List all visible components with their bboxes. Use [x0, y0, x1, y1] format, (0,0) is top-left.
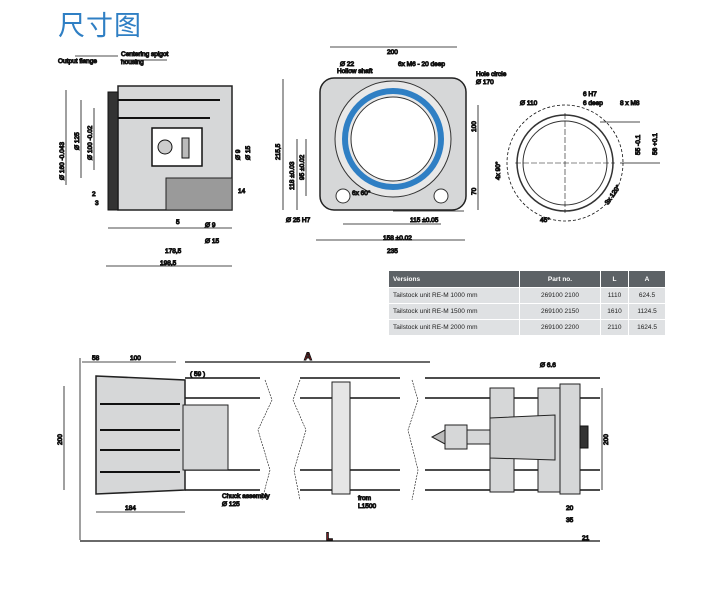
chuck-assembly-label: Chuck assembly: [222, 493, 270, 500]
dim-A: A: [304, 351, 312, 363]
l1500-label: L1500: [358, 503, 376, 510]
dim-115: 115 ±0.05: [410, 217, 439, 224]
assembly-view: 58 100 A ( 59 ) 200 184 Chuck assembly Ø…: [57, 351, 611, 544]
dim-95: 95 ±0.02: [299, 154, 306, 180]
angle-60: 6x 60°: [352, 189, 371, 197]
dim-158: 158 ±0.02: [383, 235, 412, 242]
dim-d22: Ø 22: [340, 61, 354, 68]
housing-label: housing: [121, 59, 144, 66]
chuck-diameter: Ø 125: [222, 501, 240, 508]
dim-178: 178,5: [165, 248, 182, 255]
dim-d25: Ø 25 H7: [286, 217, 311, 224]
dim-118: 118 ±0.03: [289, 161, 296, 190]
dim-235: 235: [387, 248, 398, 255]
dim-2: 2: [92, 191, 96, 198]
dim-14: 14: [238, 188, 246, 195]
cell-l: 1110: [601, 288, 629, 303]
dim-d110: Ø 110: [520, 100, 538, 107]
dim-58: 58: [92, 355, 100, 362]
dim-d66: Ø 6.6: [540, 362, 556, 369]
flange-view: Ø 110 6 H7 6 deep 8 x M8 55 -0.1 56 +0.1…: [494, 91, 660, 225]
cell-version: Tailstock unit RE-M 1000 mm: [389, 288, 519, 303]
dim-d9: Ø 9: [235, 149, 242, 160]
dim-L: L: [326, 531, 333, 543]
dim-100: 100: [471, 121, 478, 132]
cell-l: 1610: [601, 304, 629, 319]
angle-45: 45°: [540, 216, 550, 224]
dim-3: 3: [95, 200, 99, 207]
dim-200-left: 200: [57, 434, 64, 445]
col-part-no: Part no.: [520, 271, 600, 287]
cell-part: 269100 2100: [520, 288, 600, 303]
from-label: from: [358, 495, 371, 502]
angle-90: 4x 90°: [494, 161, 502, 180]
col-versions: Versions: [389, 271, 519, 287]
dim-200-right: 200: [603, 434, 610, 445]
dim-56: 56 +0.1: [652, 133, 659, 155]
dim-20: 20: [566, 505, 574, 512]
dim-200: 200: [387, 49, 398, 56]
cell-version: Tailstock unit RE-M 2000 mm: [389, 320, 519, 335]
versions-table: Versions Part no. L A Tailstock unit RE-…: [388, 270, 666, 336]
centering-spigot-label: Centering spigot: [121, 51, 169, 58]
dim-70: 70: [471, 187, 478, 195]
cell-l: 2110: [601, 320, 629, 335]
dim-100: 100: [130, 355, 141, 362]
dim-215: 215,5: [275, 143, 282, 160]
dim-6deep: 6 deep: [583, 100, 603, 107]
cell-version: Tailstock unit RE-M 1500 mm: [389, 304, 519, 319]
front-view: 200 Ø 22 Hollow shaft 6x M6 - 20 deep Ho…: [275, 46, 507, 256]
dim-21: 21: [582, 535, 590, 542]
table-header-row: Versions Part no. L A: [389, 271, 665, 287]
col-l: L: [601, 271, 629, 287]
dim-d100: Ø 100 -0.02: [87, 125, 94, 160]
side-view: Output flange Centering spigot housing Ø…: [58, 51, 253, 268]
dim-35: 35: [566, 517, 574, 524]
hollow-shaft-label: Hollow shaft: [337, 68, 373, 75]
dim-d170: Ø 170: [476, 79, 494, 86]
dim-d125: Ø 125: [74, 132, 81, 150]
m6-label: 6x M6 - 20 deep: [398, 61, 445, 68]
dim-6h7: 6 H7: [583, 91, 597, 98]
dim-198: 198,5: [160, 260, 177, 267]
page-title: 尺寸图: [58, 11, 142, 42]
output-flange-label: Output flange: [58, 58, 97, 65]
col-a: A: [629, 271, 665, 287]
dim-d15: Ø 15: [245, 146, 252, 160]
cell-a: 1624.5: [629, 320, 665, 335]
dim-d15b: Ø 15: [205, 238, 219, 245]
cell-part: 269100 2200: [520, 320, 600, 335]
dim-55: 55 -0.1: [635, 134, 642, 155]
hole-circle-label: Hole circle: [476, 71, 507, 78]
cell-part: 269100 2150: [520, 304, 600, 319]
dim-d160: Ø 160 -0.043: [59, 142, 66, 180]
dim-d9b: Ø 9: [205, 222, 216, 229]
cell-a: 1124.5: [629, 304, 665, 319]
dim-m8: 8 x M8: [620, 100, 640, 107]
dim-5: 5: [176, 219, 180, 226]
cell-a: 624.5: [629, 288, 665, 303]
dim-59: ( 59 ): [190, 371, 205, 378]
dim-184: 184: [125, 505, 136, 512]
